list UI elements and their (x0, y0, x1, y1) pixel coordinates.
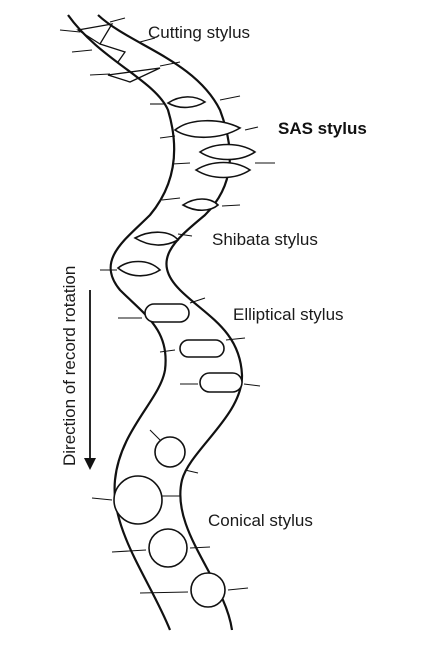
groove-contact-marks (59, 17, 275, 594)
groove-right-wall (97, 14, 244, 631)
sas-stylus-label: SAS stylus (278, 119, 367, 138)
cutting-stylus-label: Cutting stylus (148, 23, 250, 42)
elliptical-stylus-label: Elliptical stylus (233, 305, 344, 324)
conical-stylus-label: Conical stylus (208, 511, 313, 530)
conical-stylus-shapes (113, 436, 226, 608)
sas-stylus-shapes (166, 96, 257, 212)
shibata-stylus-label: Shibata stylus (212, 230, 318, 249)
cutting-stylus-shapes (76, 23, 161, 83)
direction-arrow-head (84, 458, 96, 470)
groove-left-wall (67, 14, 176, 631)
shibata-stylus-shapes (116, 231, 180, 277)
elliptical-stylus-shapes (144, 303, 243, 393)
direction-label: Direction of record rotation (60, 266, 79, 466)
